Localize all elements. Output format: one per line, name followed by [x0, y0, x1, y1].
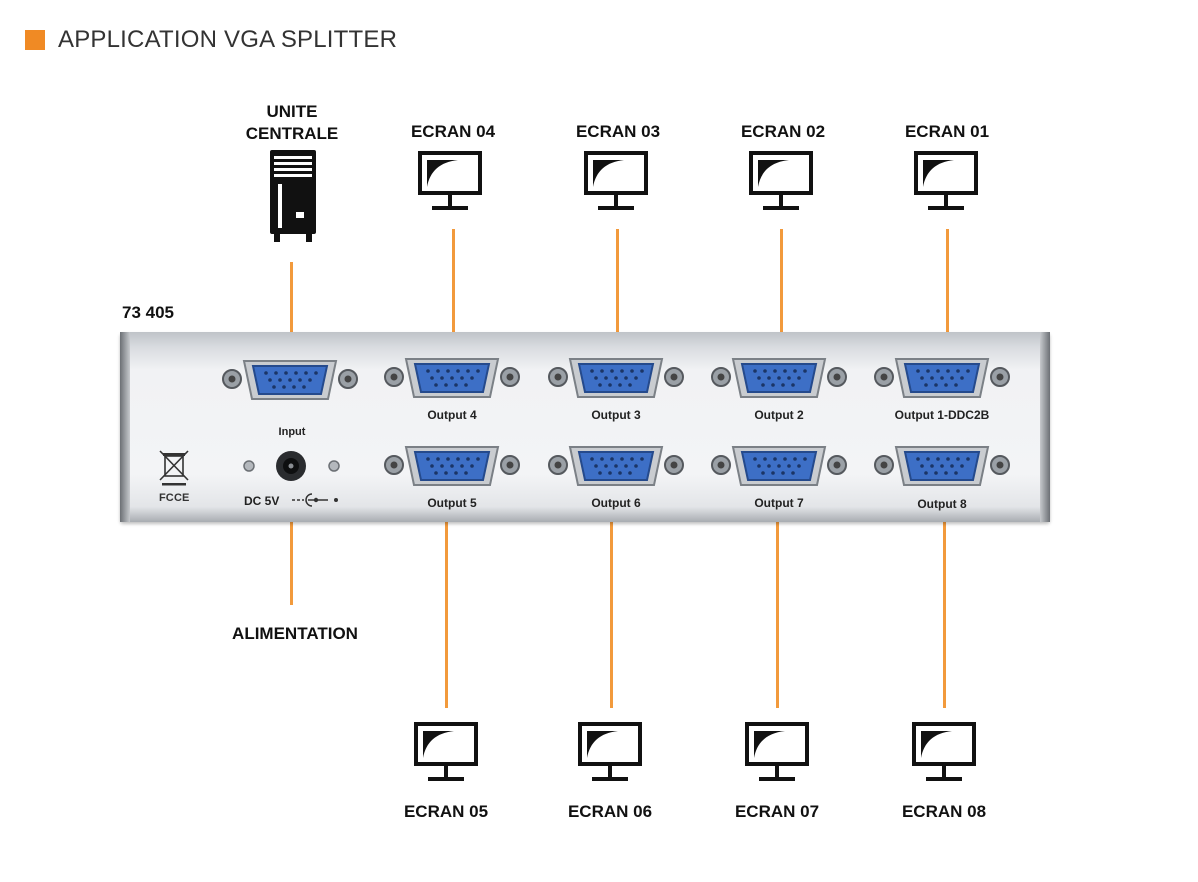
dc-polarity-icon	[288, 490, 348, 510]
monitor-icon	[414, 722, 478, 786]
cable-line-ecran-02	[780, 229, 783, 334]
monitor-icon	[578, 722, 642, 786]
dc-input-label: DC 5V	[244, 494, 280, 508]
power-jack-icon	[238, 448, 350, 484]
input-label: Input	[278, 426, 306, 438]
svg-text:CE: CE	[174, 492, 189, 504]
screen-label-05: ECRAN 05	[403, 802, 489, 821]
screen-label-06: ECRAN 06	[567, 802, 653, 821]
source-label-line1: UNITE	[266, 102, 318, 121]
vga-output-port-7	[709, 441, 849, 493]
cable-line-ecran-03	[616, 229, 619, 334]
input-cable-line	[290, 262, 293, 334]
monitor-icon	[914, 151, 978, 215]
title-accent-square	[25, 30, 45, 50]
port-label-output-4: Output 4	[427, 408, 477, 422]
source-label-line2: CENTRALE	[245, 124, 339, 143]
device-left-edge	[120, 332, 130, 522]
screen-label-02: ECRAN 02	[740, 122, 826, 141]
power-label: ALIMENTATION	[232, 624, 358, 643]
cable-line-ecran-06	[610, 520, 613, 708]
monitor-icon	[912, 722, 976, 786]
vga-output-port-6	[546, 441, 686, 493]
cable-line-ecran-01	[946, 229, 949, 334]
cable-line-ecran-08	[943, 520, 946, 708]
tower-pc-icon	[270, 150, 316, 242]
port-label-output-8: Output 8	[917, 497, 967, 511]
vga-output-port-2	[709, 353, 849, 405]
vga-output-port-4	[382, 353, 522, 405]
port-label-output-2: Output 2	[754, 408, 804, 422]
vga-input-port	[220, 355, 360, 407]
cable-line-ecran-04	[452, 229, 455, 334]
screen-label-08: ECRAN 08	[901, 802, 987, 821]
cable-line-ecran-07	[776, 520, 779, 708]
screen-label-01: ECRAN 01	[904, 122, 990, 141]
monitor-icon	[584, 151, 648, 215]
port-label-output-3: Output 3	[591, 408, 641, 422]
page-title: APPLICATION VGA SPLITTER	[58, 26, 398, 53]
svg-text:FC: FC	[159, 492, 174, 504]
port-label-output-7: Output 7	[754, 496, 804, 510]
port-label-output-6: Output 6	[591, 496, 641, 510]
vga-output-port-1	[872, 353, 1012, 405]
device-right-edge	[1040, 332, 1050, 522]
model-number: 73 405	[122, 303, 174, 322]
power-cable-line	[290, 520, 293, 605]
cable-line-ecran-05	[445, 520, 448, 708]
screen-label-03: ECRAN 03	[575, 122, 661, 141]
vga-output-port-8	[872, 441, 1012, 493]
vga-output-port-3	[546, 353, 686, 405]
port-label-output-1: Output 1-DDC2B	[894, 408, 990, 422]
port-label-output-5: Output 5	[427, 496, 477, 510]
screen-label-04: ECRAN 04	[410, 122, 496, 141]
screen-label-07: ECRAN 07	[734, 802, 820, 821]
vga-output-port-5	[382, 441, 522, 493]
monitor-icon	[745, 722, 809, 786]
monitor-icon	[749, 151, 813, 215]
monitor-icon	[418, 151, 482, 215]
